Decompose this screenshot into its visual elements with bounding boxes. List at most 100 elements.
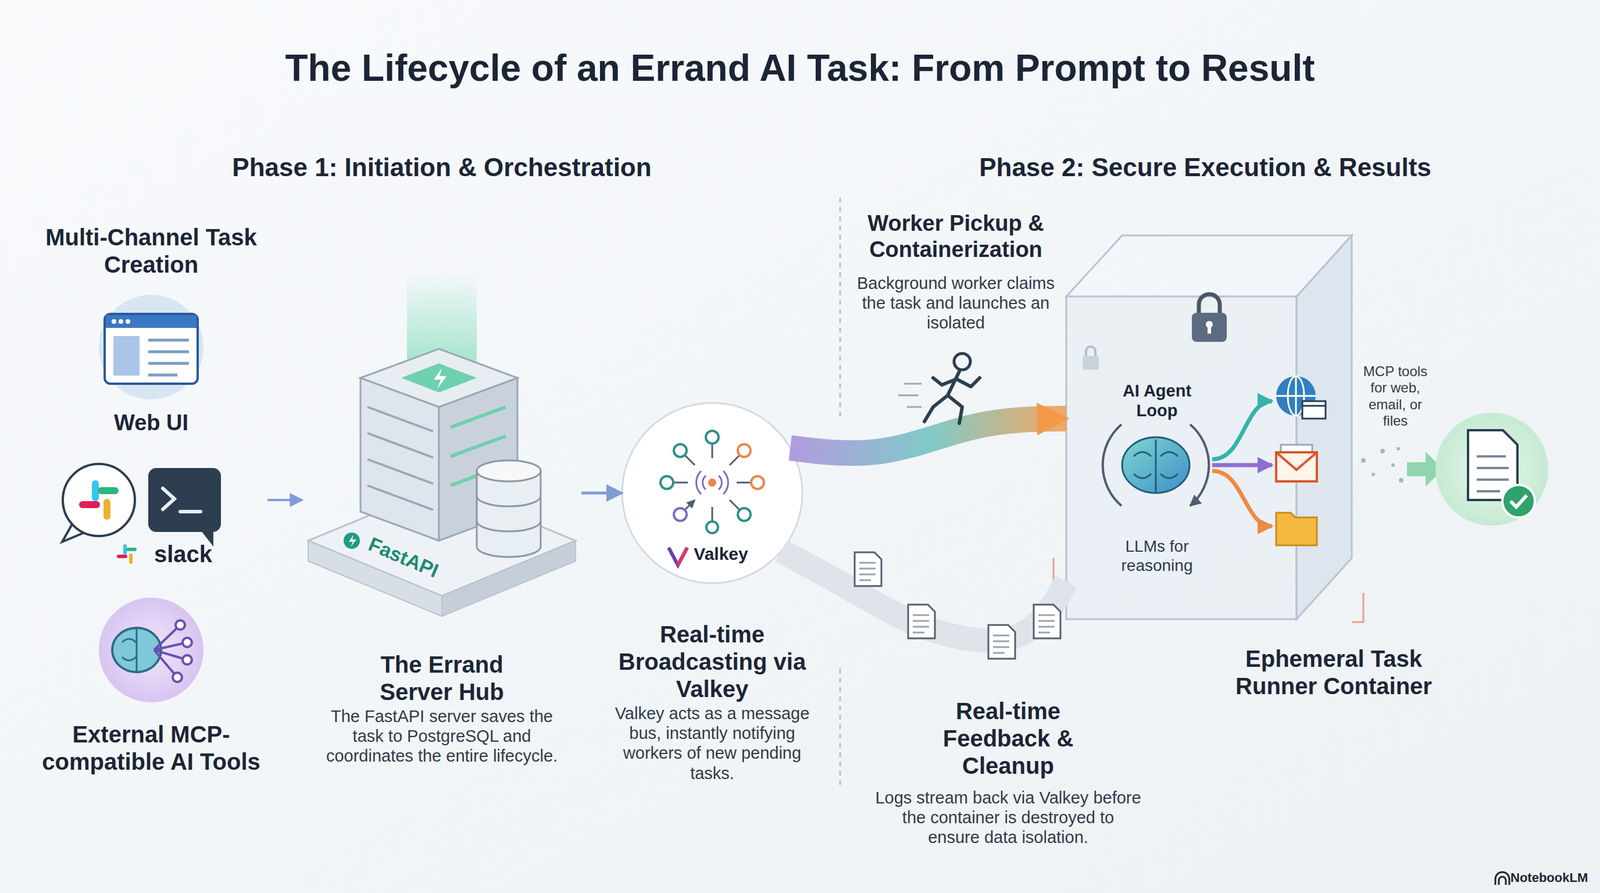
valkey-circle-part xyxy=(737,508,751,521)
web-ui-icon-part xyxy=(111,319,117,324)
channel-box: External MCP-compatible AI Tools xyxy=(40,593,262,814)
web-ui-icon-part xyxy=(105,315,197,328)
container-cube-part xyxy=(1082,355,1099,370)
node-heading: AI Agent Loop xyxy=(1104,380,1210,421)
mcp-tools-icon-part xyxy=(175,620,185,630)
web-ui-icon-part xyxy=(104,313,198,384)
result-icon-part xyxy=(1476,456,1509,492)
mcp-tools-icon-part xyxy=(112,627,162,673)
runner-icon-part xyxy=(924,371,980,424)
flow-arrow xyxy=(267,498,303,502)
mcp-tools-icon-part xyxy=(182,637,192,648)
web-ui-icon-part xyxy=(148,340,189,375)
terminal-icon-part xyxy=(162,488,201,512)
node-heading: Web UI xyxy=(63,409,239,437)
node-body: Valkey acts as a message bus, instantly … xyxy=(598,703,826,784)
agent-loop: AI Agent LoopLLMs for reasoning xyxy=(1095,380,1219,582)
valkey-circle-part xyxy=(751,476,764,489)
mcp-tools-icon-part xyxy=(182,655,192,665)
container-cube xyxy=(1053,235,1364,623)
notebooklm-logo-part xyxy=(1495,872,1510,885)
node-heading: Multi-Channel Task Creation xyxy=(40,223,262,279)
slack-bubble-icon-part xyxy=(79,480,119,520)
result-icon xyxy=(1435,412,1549,526)
phase-divider-part xyxy=(839,197,842,785)
container-cube-part xyxy=(1053,558,1364,623)
runner-container-outline xyxy=(1066,235,1352,620)
valkey-circle-part xyxy=(673,444,751,521)
brain-icon xyxy=(1102,424,1210,506)
valkey-circle-part xyxy=(737,444,751,457)
channel-box: slack xyxy=(63,459,239,576)
flow-band xyxy=(790,418,1067,453)
file-tool-icon-part xyxy=(1276,512,1317,546)
result-icon-part xyxy=(1502,484,1535,518)
channel-group: Multi-Channel Task CreationWeb UI slackEx… xyxy=(34,212,268,817)
label-text: Phase 2: Secure Execution & Results xyxy=(856,152,1555,183)
container-cube-part xyxy=(1086,346,1096,356)
mcp-tools-icon-part xyxy=(172,672,182,682)
valkey-circle xyxy=(622,402,803,584)
tool-arrows-part xyxy=(1212,401,1273,460)
slack-bubble-icon xyxy=(62,463,135,542)
label-text: MCP tools for web, email, or files xyxy=(1357,363,1434,430)
node-body: LLMs for reasoning xyxy=(1098,536,1216,575)
brain-icon-part xyxy=(1102,424,1210,506)
server-illustration-part xyxy=(476,470,541,557)
valkey-circle-part xyxy=(706,521,719,534)
node-heading: Valkey xyxy=(654,543,788,564)
result-flow-part xyxy=(1398,477,1404,483)
container-cube-part xyxy=(1198,294,1220,314)
log-documents-part xyxy=(854,552,882,587)
web-tool-icon-part xyxy=(1302,401,1326,419)
diagram-title: The Lifecycle of an Errand AI Task: From… xyxy=(44,46,1556,91)
result-flow-part xyxy=(1380,448,1385,454)
valkey-circle-part xyxy=(708,478,717,487)
valkey-circle-part xyxy=(673,508,687,521)
web-ui-icon-part xyxy=(113,336,140,376)
web-tool-icon xyxy=(1276,376,1326,419)
node-heading: The Errand Server Hub xyxy=(354,651,530,706)
email-tool-icon-part xyxy=(1276,452,1317,470)
log-documents-part xyxy=(1033,604,1061,639)
log-documents-part xyxy=(908,604,935,639)
label-text: Real-time Feedback & Cleanup xyxy=(912,697,1105,781)
mcp-tools-icon-part xyxy=(98,597,204,703)
valkey-circle-part xyxy=(622,402,803,584)
server-illustration-part xyxy=(433,368,447,389)
label-text: Worker Pickup & Containerization xyxy=(845,210,1067,263)
node-heading: Ephemeral Task Runner Container xyxy=(1211,645,1456,700)
terminal-icon-part xyxy=(148,468,221,532)
server-illustration-part xyxy=(401,363,477,393)
file-tool-icon xyxy=(1276,512,1317,546)
runner-container: Ephemeral Task Runner Container AI Agent … xyxy=(1063,226,1460,704)
container-cube-part xyxy=(1207,325,1212,334)
brain-icon-part xyxy=(1133,439,1178,492)
mcp-tools-icon xyxy=(98,597,204,703)
notebooklm-logo xyxy=(1495,872,1510,885)
tool-arrows-part xyxy=(1212,470,1273,527)
slack-logo xyxy=(116,544,137,564)
web-ui-icon xyxy=(98,294,204,400)
valkey-circle-part xyxy=(660,476,674,489)
runner-icon xyxy=(898,353,980,424)
tool-arrows xyxy=(1212,401,1273,527)
result-icon-part xyxy=(1510,495,1527,507)
mcp-tools-icon-part xyxy=(154,625,188,678)
result-flow-part xyxy=(1361,458,1366,463)
server-illustration-part xyxy=(367,406,434,510)
brain-icon-part xyxy=(1122,437,1190,494)
result-flow xyxy=(1361,447,1444,487)
channel-box: Web UI xyxy=(63,284,239,448)
log-documents xyxy=(854,552,1061,659)
web-ui-icon-part xyxy=(118,319,124,324)
result-icon-part xyxy=(1435,412,1549,526)
container-cube-part xyxy=(1066,296,1297,620)
server-illustration-part xyxy=(360,348,518,407)
tool-arrows-part xyxy=(1212,463,1273,468)
slack-logo-part xyxy=(116,544,137,564)
runner-icon-part xyxy=(898,383,922,407)
